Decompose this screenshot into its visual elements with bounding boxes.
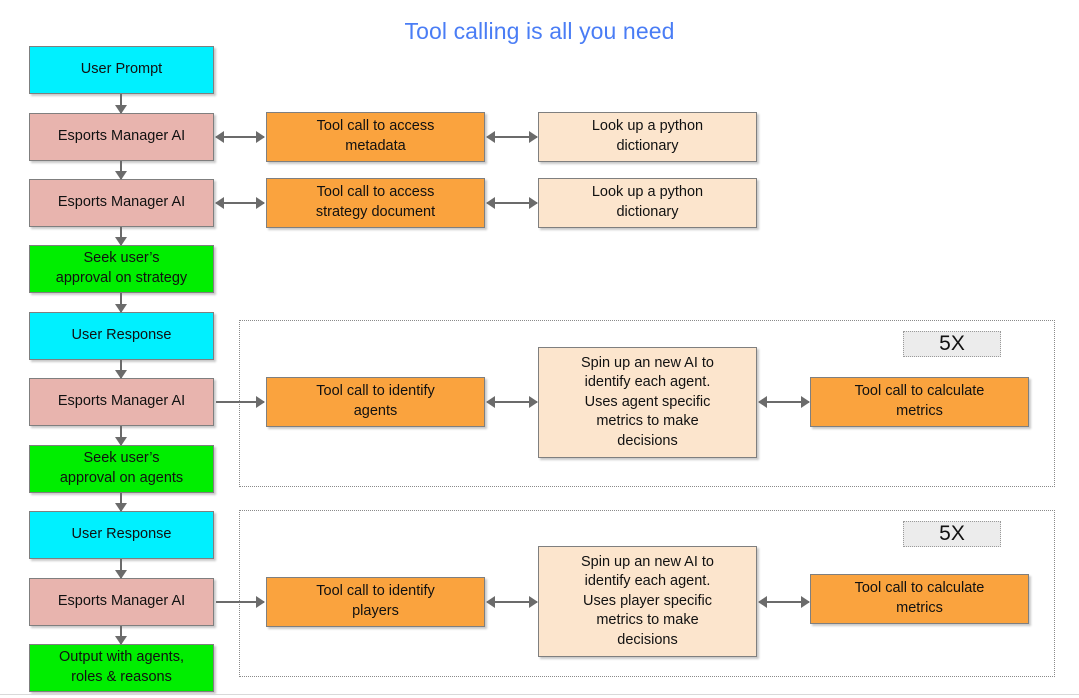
bottom-divider	[0, 694, 1079, 695]
page-title: Tool calling is all you need	[404, 18, 675, 44]
repeat-badge-agents: 5X	[903, 331, 1001, 357]
arrow-bidir-identify-agents-to-spinup	[487, 401, 537, 403]
arrow-manager-to-identify-players	[216, 601, 264, 603]
arrow-down-8	[120, 559, 122, 578]
group-players-loop	[239, 510, 1055, 677]
arrow-bidir-manager-to-strategy-tool	[216, 202, 264, 204]
node-esports-manager-ai-4[interactable]: Esports Manager AI	[29, 578, 214, 626]
node-output-agents-roles-reasons[interactable]: Output with agents,roles & reasons	[29, 644, 214, 692]
node-user-prompt[interactable]: User Prompt	[29, 46, 214, 94]
arrow-bidir-identify-players-to-spinup	[487, 601, 537, 603]
arrow-down-9	[120, 626, 122, 644]
arrow-down-4	[120, 293, 122, 312]
arrow-down-7	[120, 493, 122, 511]
node-user-response-1[interactable]: User Response	[29, 312, 214, 360]
arrow-bidir-strategy-tool-to-impl	[487, 202, 537, 204]
node-user-response-2[interactable]: User Response	[29, 511, 214, 559]
node-esports-manager-ai-2[interactable]: Esports Manager AI	[29, 179, 214, 227]
arrow-down-1	[120, 94, 122, 113]
arrow-down-5	[120, 360, 122, 378]
arrow-manager-to-identify-agents	[216, 401, 264, 403]
arrow-down-6	[120, 426, 122, 445]
arrow-bidir-spinup-to-metrics-players	[759, 601, 809, 603]
arrow-bidir-spinup-to-metrics-agents	[759, 401, 809, 403]
arrow-down-3	[120, 227, 122, 245]
arrow-bidir-metadata-tool-to-impl	[487, 136, 537, 138]
arrow-down-2	[120, 161, 122, 179]
node-esports-manager-ai-3[interactable]: Esports Manager AI	[29, 378, 214, 426]
node-esports-manager-ai-1[interactable]: Esports Manager AI	[29, 113, 214, 161]
group-agents-loop	[239, 320, 1055, 487]
arrow-bidir-manager-to-metadata-tool	[216, 136, 264, 138]
repeat-badge-players: 5X	[903, 521, 1001, 547]
